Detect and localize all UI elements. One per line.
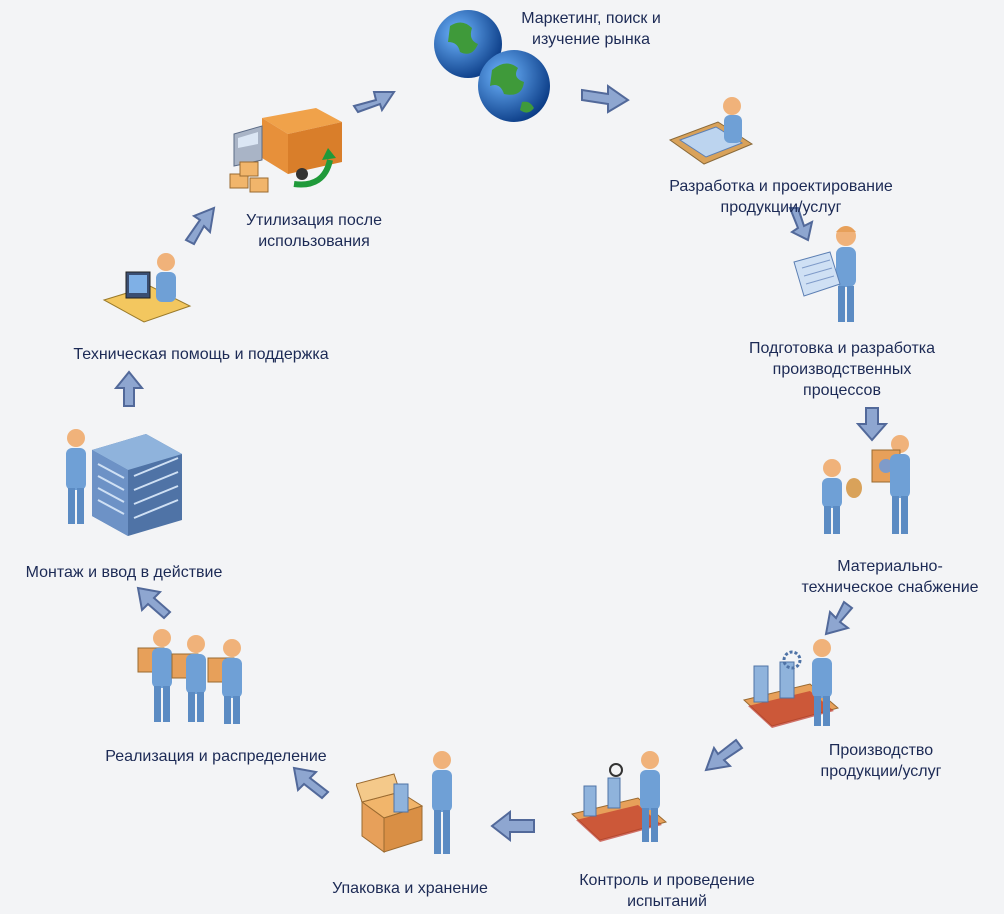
production-line-icon (742, 639, 840, 728)
arrow-support-to-disposal (184, 206, 216, 246)
workers-with-crate-icon (822, 435, 910, 534)
arrow-design-to-prep (788, 207, 814, 242)
workers-carrying-boxes-icon (137, 629, 242, 724)
globe-icon (434, 10, 550, 122)
arrow-supply-to-production (824, 600, 854, 636)
label-installation: Монтаж и ввод в действие (25, 564, 223, 581)
arrow-production-to-testing (704, 738, 744, 772)
label-packaging: Упаковка и хранение (332, 880, 488, 897)
engineer-with-blueprint-icon (793, 226, 856, 322)
arrow-disposal-to-marketing (352, 91, 396, 114)
arrow-packaging-to-distribution (292, 766, 330, 800)
arrow-distribution-to-installation (136, 586, 172, 620)
server-rack-technician-icon (66, 429, 182, 536)
arrow-testing-to-packaging (490, 810, 535, 843)
label-supply: Материально-техническое снабжение (801, 558, 979, 596)
designer-at-desk-icon (668, 97, 754, 165)
label-support: Техническая помощь и поддержка (73, 346, 329, 363)
arrow-prep-to-supply (856, 407, 889, 442)
inspection-conveyor-icon (570, 751, 668, 842)
delivery-truck-icon (229, 108, 342, 193)
packing-box-icon (356, 751, 452, 854)
label-distribution: Реализация и распределение (105, 748, 327, 765)
arrow-installation-to-support (113, 370, 145, 407)
arrow-marketing-to-design (581, 84, 630, 114)
support-operator-icon (102, 253, 192, 323)
